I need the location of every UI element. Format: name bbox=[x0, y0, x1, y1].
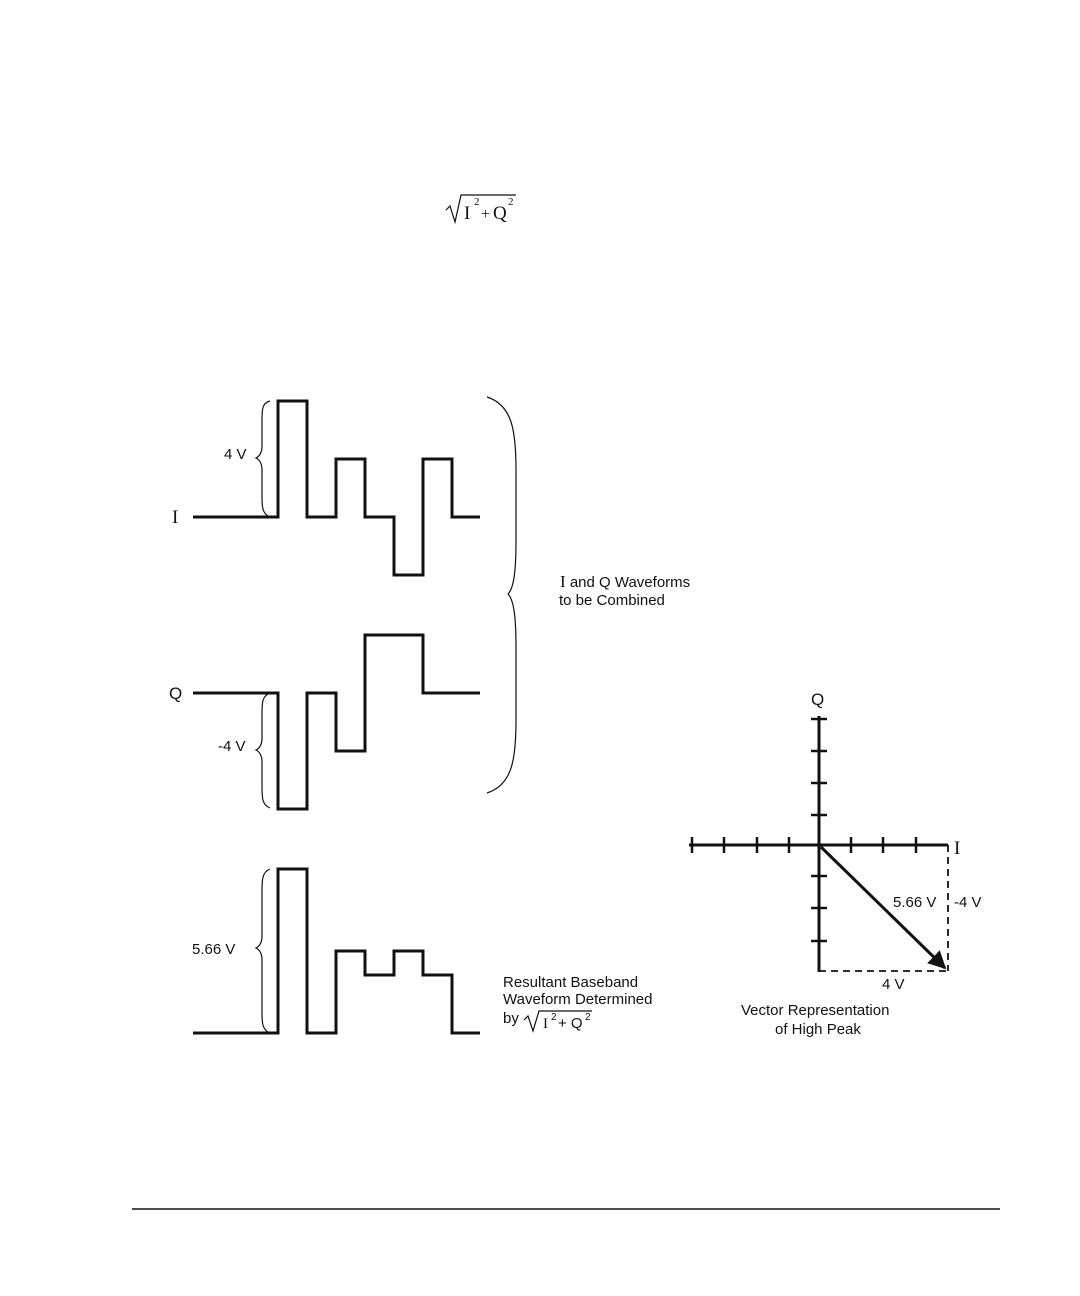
formula-q-exponent: 2 bbox=[508, 196, 514, 208]
q-waveform: Q -4 V bbox=[169, 635, 480, 809]
i-waveform: I 4 V bbox=[172, 401, 480, 575]
group-caption-line1: and Q Waveforms bbox=[566, 574, 690, 591]
vector-q-component-label: -4 V bbox=[954, 894, 982, 911]
formula-i: I bbox=[464, 203, 470, 224]
vector-caption-line2: of High Peak bbox=[775, 1021, 861, 1038]
q-waveform-trace bbox=[193, 635, 480, 809]
resultant-caption-line2: Waveform Determined bbox=[503, 991, 653, 1008]
q-amplitude-label: -4 V bbox=[218, 738, 246, 755]
top-formula: I 2 + Q 2 bbox=[446, 195, 516, 224]
vector-i-component-label: 4 V bbox=[882, 976, 905, 993]
resultant-waveform: 5.66 V Resultant Baseband Waveform Deter… bbox=[192, 869, 653, 1033]
resultant-caption-by: by bbox=[503, 1010, 519, 1027]
resultant-waveform-trace bbox=[193, 869, 480, 1033]
waveform-group-brace bbox=[487, 397, 516, 793]
resultant-formula-i-exp: 2 bbox=[551, 1012, 557, 1023]
group-caption: I and Q Waveforms to be Combined bbox=[559, 572, 690, 609]
q-amplitude-brace bbox=[256, 693, 270, 808]
resultant-amplitude-brace bbox=[256, 869, 270, 1033]
vector-magnitude-label: 5.66 V bbox=[893, 894, 936, 911]
resultant-amplitude-label: 5.66 V bbox=[192, 941, 235, 958]
i-waveform-trace bbox=[193, 401, 480, 575]
formula-i-exponent: 2 bbox=[474, 196, 480, 208]
resultant-formula-plus-q: + Q bbox=[558, 1015, 583, 1032]
resultant-caption-line1: Resultant Baseband bbox=[503, 974, 638, 991]
q-channel-label: Q bbox=[169, 684, 182, 703]
vector-i-axis-label: I bbox=[954, 838, 960, 859]
formula-q: Q bbox=[493, 203, 507, 224]
svg-text:I and Q Waveforms: I and Q Waveforms bbox=[560, 572, 690, 591]
resultant-formula-q-exp: 2 bbox=[585, 1012, 591, 1023]
resultant-formula-i: I bbox=[543, 1016, 548, 1032]
group-caption-line2: to be Combined bbox=[559, 592, 665, 609]
vector-diagram: Q I 5.66 V -4 V 4 V Vector Representatio… bbox=[689, 690, 982, 1038]
vector-caption-line1: Vector Representation bbox=[741, 1002, 889, 1019]
vector-q-axis-label: Q bbox=[811, 690, 824, 709]
i-channel-label: I bbox=[172, 507, 178, 528]
i-amplitude-label: 4 V bbox=[224, 446, 247, 463]
i-amplitude-brace bbox=[256, 401, 270, 517]
formula-plus: + bbox=[481, 206, 490, 223]
